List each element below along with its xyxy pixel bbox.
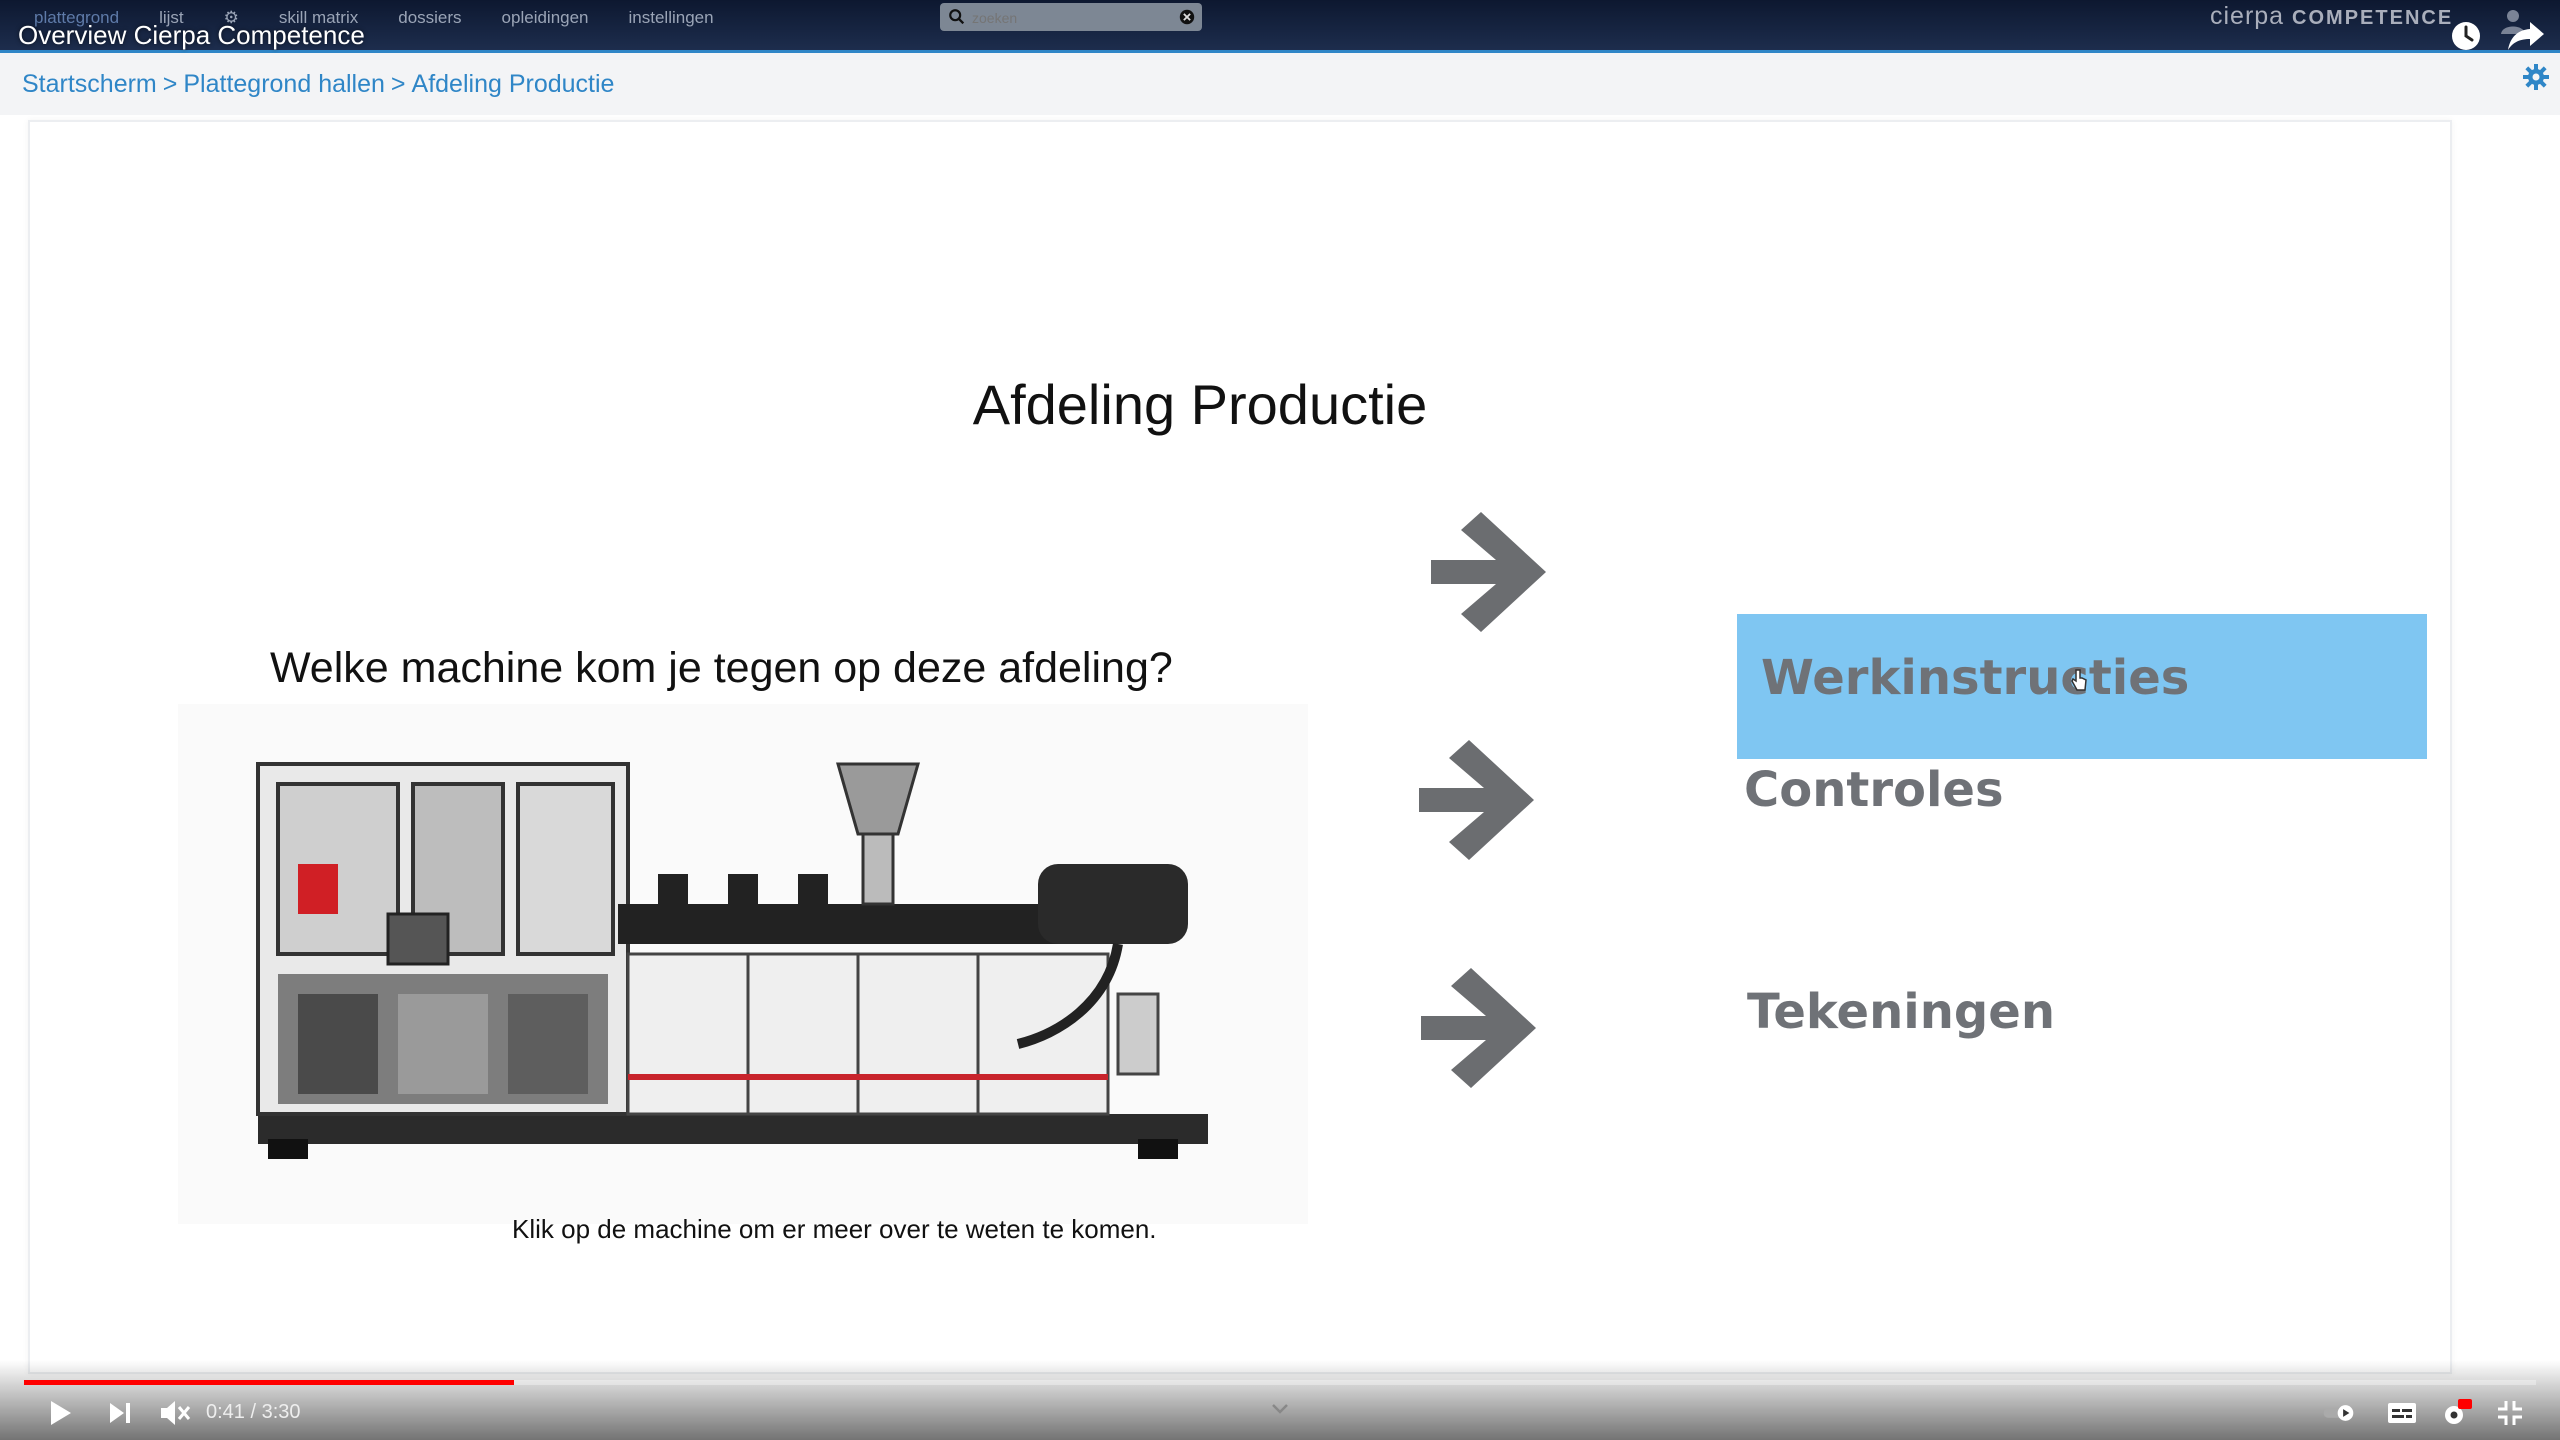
question-text: Welke machine kom je tegen op deze afdel… [270, 644, 1173, 692]
subtitles-icon[interactable] [2384, 1395, 2420, 1431]
brand-logo: cierpa COMPETENCE [2210, 2, 2453, 31]
search-icon [949, 9, 965, 25]
user-icon[interactable] [2498, 6, 2528, 36]
search-box [940, 3, 1202, 31]
brand-bold-text: COMPETENCE [2292, 7, 2454, 29]
progress-fill [24, 1380, 514, 1385]
video-title[interactable]: Overview Cierpa Competence [18, 20, 365, 50]
breadcrumb-afdeling-productie[interactable]: Afdeling Productie [411, 70, 615, 98]
progress-bar[interactable] [24, 1380, 2536, 1385]
time-current: 0:41 [206, 1401, 245, 1423]
breadcrumb-bar: Startscherm>Plattegrond hallen>Afdeling … [0, 53, 2560, 115]
arrow-right-icon [1421, 968, 1536, 1088]
next-icon[interactable] [102, 1395, 138, 1431]
hand-cursor-icon [2071, 669, 2087, 691]
breadcrumb-separator: > [390, 70, 406, 98]
settings-hd-icon[interactable] [2438, 1395, 2474, 1431]
nav-plattegrond[interactable]: plattegrond [34, 8, 120, 27]
share-icon[interactable] [2506, 18, 2546, 54]
nav-lijst[interactable]: lijst [159, 8, 184, 27]
autoplay-toggle-icon[interactable] [2322, 1395, 2358, 1431]
choice-controles-button[interactable]: Controles [1744, 762, 2004, 818]
arrow-right-icon [1431, 512, 1546, 632]
main-nav: plattegrond lijst ⚙ skill matrix dossier… [14, 6, 734, 30]
nav-opleidingen[interactable]: opleidingen [501, 8, 589, 27]
play-icon[interactable] [42, 1395, 78, 1431]
page-title: Afdeling Productie [972, 373, 1428, 436]
breadcrumb-plattegrond-hallen[interactable]: Plattegrond hallen [183, 70, 385, 98]
breadcrumb-separator: > [162, 70, 178, 98]
nav-dossiers[interactable]: dossiers [398, 8, 462, 27]
time-separator: / [244, 1401, 262, 1423]
choice-tekeningen-button[interactable]: Tekeningen [1747, 984, 2055, 1040]
content-card: Afdeling Productie Welke machine kom je … [28, 120, 2452, 1374]
brand-light-text: cierpa [2210, 2, 2293, 30]
arrow-right-icon [1419, 740, 1534, 860]
time-display: 0:41 / 3:30 [206, 1401, 301, 1424]
choice-werkinstructies-label[interactable]: Werkinstructies [1761, 650, 2190, 706]
clock-icon[interactable] [2448, 18, 2484, 54]
player-controls [0, 1360, 2560, 1440]
machine-caption: Klik op de machine om er meer over te we… [512, 1214, 1157, 1244]
nav-skill-matrix[interactable]: skill matrix [278, 8, 359, 27]
gear-icon[interactable] [2522, 63, 2550, 91]
search-input[interactable] [970, 6, 1164, 30]
chevron-down-icon[interactable] [1268, 1400, 1292, 1418]
exit-fullscreen-icon[interactable] [2492, 1395, 2528, 1431]
clear-search-icon[interactable] [1178, 8, 1196, 26]
injection-molding-machine-image[interactable] [238, 744, 1238, 1164]
nav-instellingen[interactable]: instellingen [628, 8, 714, 27]
breadcrumb-startscherm[interactable]: Startscherm [22, 70, 157, 98]
app-topbar: plattegrond lijst ⚙ skill matrix dossier… [0, 0, 2560, 53]
nav-settings-icon[interactable]: ⚙ [223, 8, 239, 27]
breadcrumb: Startscherm>Plattegrond hallen>Afdeling … [22, 70, 614, 99]
volume-muted-icon[interactable] [156, 1395, 192, 1431]
time-total: 3:30 [261, 1401, 301, 1423]
machine-image[interactable] [178, 704, 1308, 1224]
